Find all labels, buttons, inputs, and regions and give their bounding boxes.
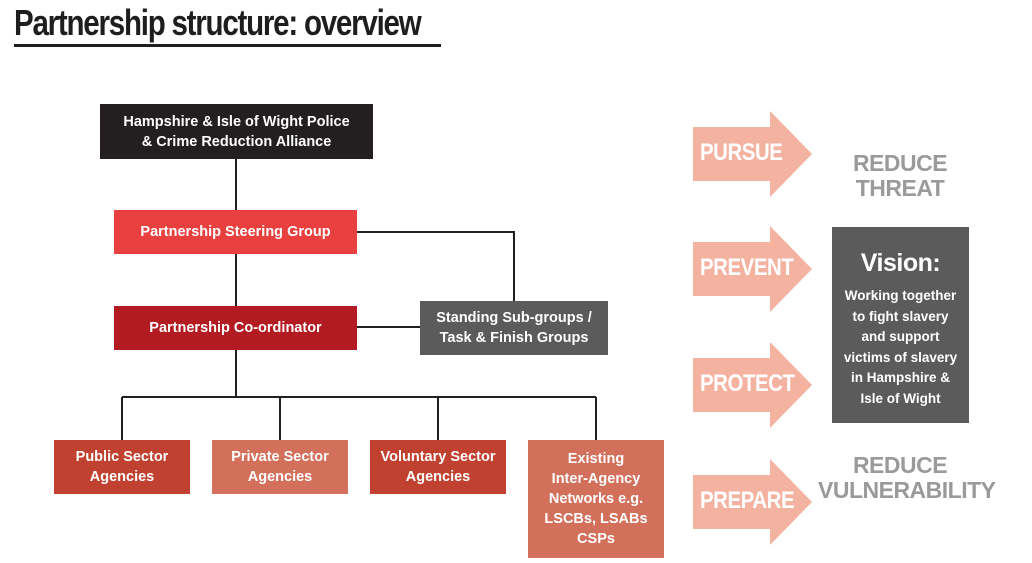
vision-box: Vision: Working together to fight slaver… — [832, 227, 969, 423]
reduce-threat-text: REDUCE THREAT — [852, 150, 948, 201]
connector-steering-standing — [357, 231, 515, 301]
prepare-label: PREPARE — [700, 487, 795, 514]
steering-group-box: Partnership Steering Group — [114, 210, 357, 254]
coordinator-box: Partnership Co-ordinator — [114, 306, 357, 350]
public-sector-box: Public Sector Agencies — [54, 440, 190, 494]
page-title: Partnership structure: overview — [14, 2, 422, 43]
protect-label: PROTECT — [700, 370, 795, 397]
vision-text: Working together to fight slavery and su… — [843, 288, 958, 406]
vision-title: Vision: — [860, 249, 941, 277]
pursue-label: PURSUE — [700, 139, 783, 166]
reduce-vulnerability-text: REDUCE VULNERABILITY — [818, 452, 996, 503]
prevent-arrow — [693, 226, 812, 312]
protect-arrow — [693, 342, 812, 428]
existing-networks-box: Existing Inter-Agency Networks e.g. LSCB… — [528, 440, 664, 558]
police-alliance-box: Hampshire & Isle of Wight Police & Crime… — [100, 104, 373, 159]
voluntary-sector-box: Voluntary Sector Agencies — [370, 440, 506, 494]
private-sector-box: Private Sector Agencies — [212, 440, 348, 494]
pursue-arrow — [693, 111, 812, 197]
prepare-arrow — [693, 459, 812, 545]
prevent-label: PREVENT — [700, 254, 794, 281]
title-underline — [14, 44, 441, 47]
standing-subgroups-box: Standing Sub-groups / Task & Finish Grou… — [420, 301, 608, 355]
